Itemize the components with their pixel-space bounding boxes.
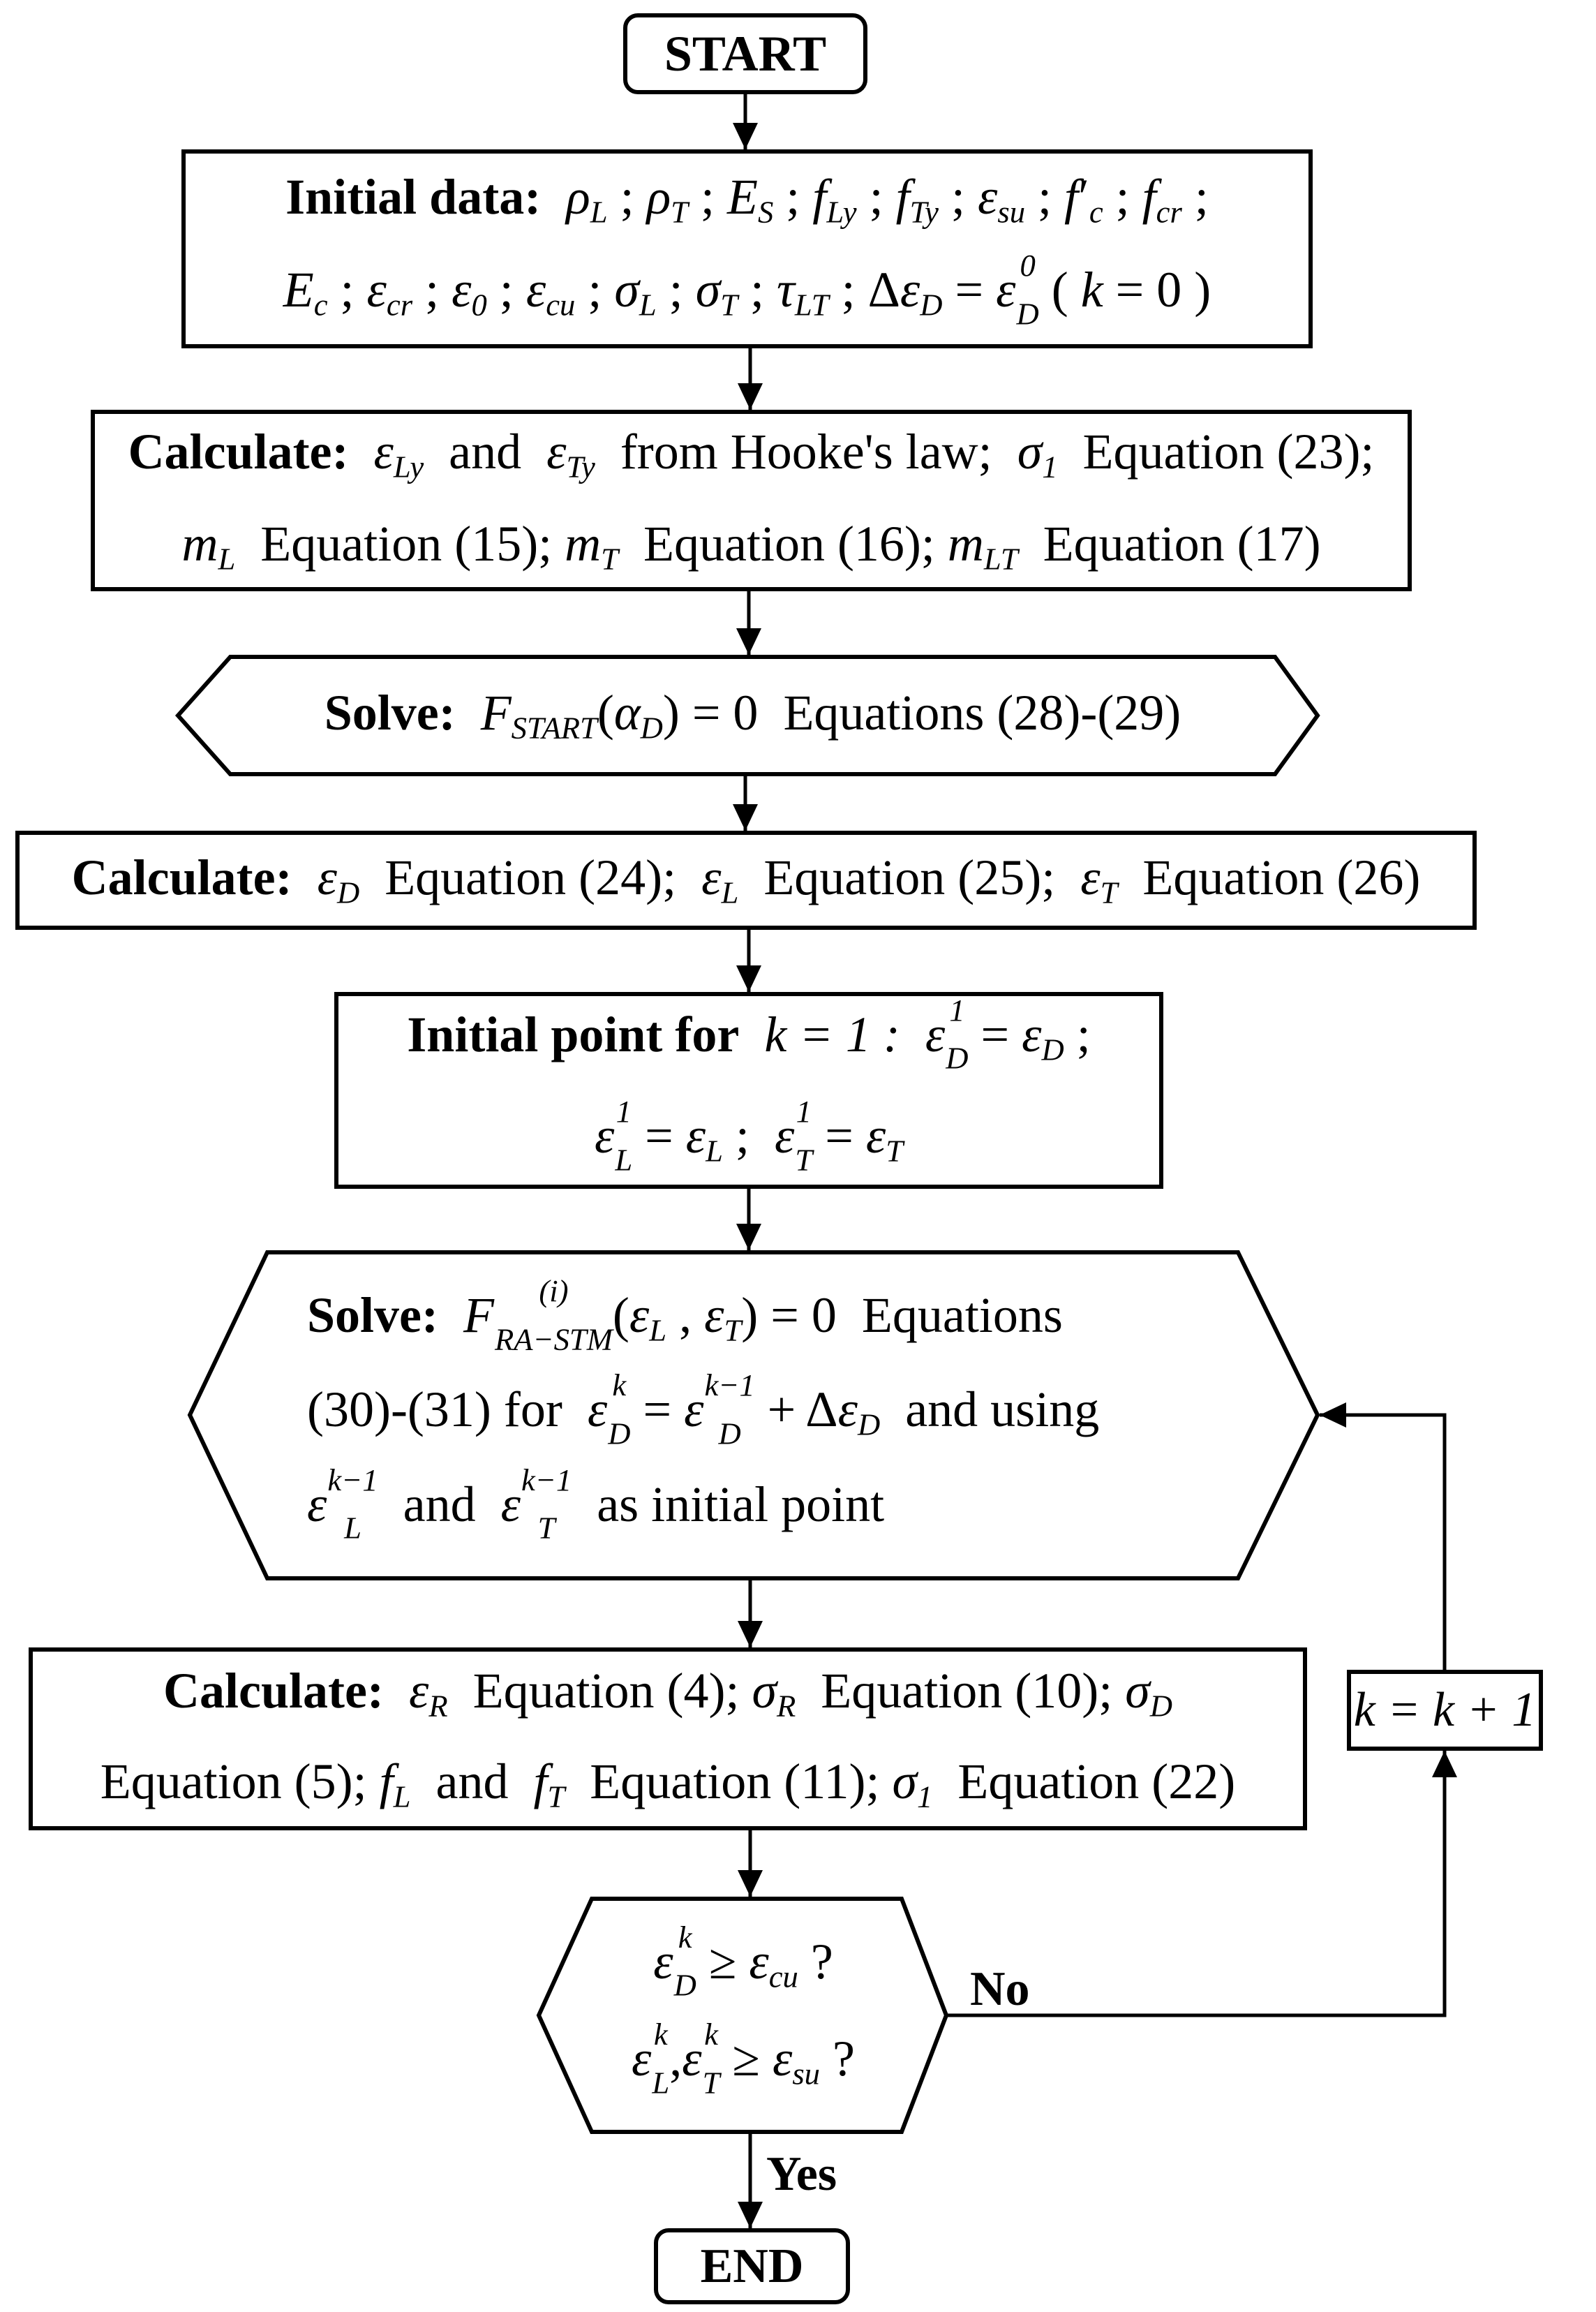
calc3-text: Calculate: εR Equation (4); σR Equation …	[100, 1662, 1236, 1814]
initial-data-text: Initial data: ρL ; ρT ; ES ; fLy ; fTy ;…	[283, 168, 1211, 332]
arrow-increment-to-solve2	[1320, 1402, 1447, 1672]
calc2-label: Calculate:	[71, 849, 292, 905]
calc1-label: Calculate:	[128, 423, 349, 480]
calc1-text: Calculate: εLy and εTy from Hooke's law;…	[128, 423, 1375, 577]
initial-data-box	[181, 149, 1313, 348]
start-label: START	[664, 26, 827, 82]
solve2-text: Solve: F(i)RA−STM(εL , εT) = 0 Equations…	[307, 1273, 1100, 1546]
initial-point-label: Initial point for	[407, 1006, 740, 1062]
solve-box-1	[174, 655, 1320, 776]
decision-box	[536, 1897, 949, 2134]
end-terminator	[654, 2228, 850, 2304]
solve-box-2	[187, 1250, 1320, 1580]
calc3-label: Calculate:	[163, 1662, 384, 1719]
initial-data-label: Initial data:	[285, 168, 542, 225]
increment-label: k = k + 1	[1353, 1683, 1537, 1737]
calc2-text: Calculate: εD Equation (24); εL Equation…	[71, 849, 1421, 910]
yes-label: Yes	[766, 2147, 837, 2201]
calculate-box-1	[91, 410, 1412, 591]
solve1-label: Solve:	[324, 684, 456, 741]
solve1-text: Solve: FSTART(αD) = 0 Equations (28)-(29…	[324, 684, 1181, 746]
calculate-box-3	[29, 1647, 1307, 1830]
no-label: No	[970, 1962, 1030, 2016]
end-label: END	[700, 2239, 804, 2293]
calculate-box-2	[15, 831, 1477, 930]
arrow-no-to-increment	[946, 1751, 1457, 2017]
solve2-label: Solve:	[307, 1287, 438, 1344]
